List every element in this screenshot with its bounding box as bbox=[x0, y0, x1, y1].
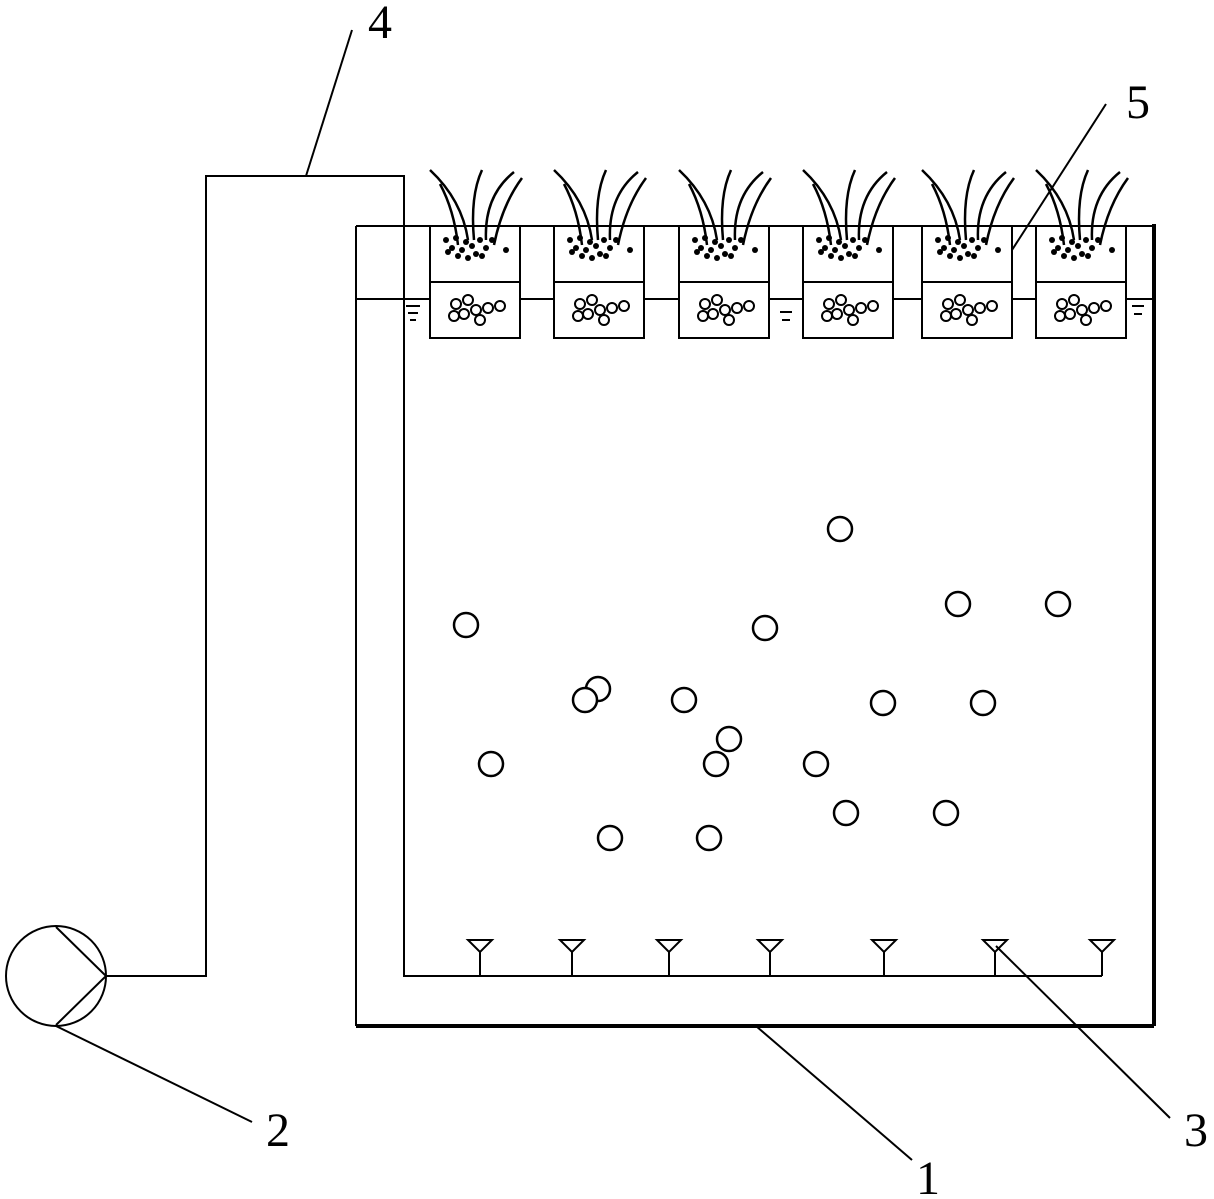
aerator-head bbox=[980, 939, 1010, 976]
aerator-head bbox=[654, 939, 684, 976]
water-line bbox=[356, 298, 1154, 321]
floating-planter bbox=[429, 169, 524, 339]
floating-planter bbox=[921, 169, 1016, 339]
floating-planter bbox=[802, 169, 897, 339]
floating-planter bbox=[1035, 169, 1130, 339]
floating-planter bbox=[678, 169, 773, 339]
floating-planter bbox=[553, 169, 648, 339]
aerator-head bbox=[1087, 939, 1117, 976]
bubble bbox=[832, 799, 860, 827]
bubble bbox=[670, 686, 698, 714]
bubble bbox=[932, 799, 960, 827]
floating-planters bbox=[429, 169, 1130, 339]
aerator-head bbox=[755, 939, 785, 976]
label-tank: 1 bbox=[916, 1152, 940, 1199]
bubble bbox=[702, 750, 730, 778]
bubble bbox=[944, 590, 972, 618]
bubble bbox=[452, 611, 480, 639]
aerator-head bbox=[465, 939, 495, 976]
bubble bbox=[695, 824, 723, 852]
air-pump bbox=[5, 925, 108, 1027]
label-aerator: 3 bbox=[1184, 1104, 1208, 1157]
aerator-head bbox=[557, 939, 587, 976]
bubble bbox=[715, 725, 743, 753]
bubble bbox=[571, 686, 599, 714]
leader-lines bbox=[55, 29, 1171, 1161]
bubble bbox=[477, 750, 505, 778]
bubble bbox=[751, 614, 779, 642]
label-pump: 2 bbox=[266, 1104, 290, 1157]
aerator-heads bbox=[465, 939, 1117, 976]
bubble bbox=[1044, 590, 1072, 618]
bubble bbox=[826, 515, 854, 543]
bubble bbox=[802, 750, 830, 778]
aerator-head bbox=[869, 939, 899, 976]
bubble bbox=[596, 824, 624, 852]
label-floating-bed: 5 bbox=[1126, 76, 1150, 129]
bubble bbox=[869, 689, 897, 717]
air-pipe bbox=[106, 175, 1102, 977]
label-pipe: 4 bbox=[368, 0, 392, 49]
air-bubbles bbox=[452, 515, 1072, 852]
bubble bbox=[969, 689, 997, 717]
